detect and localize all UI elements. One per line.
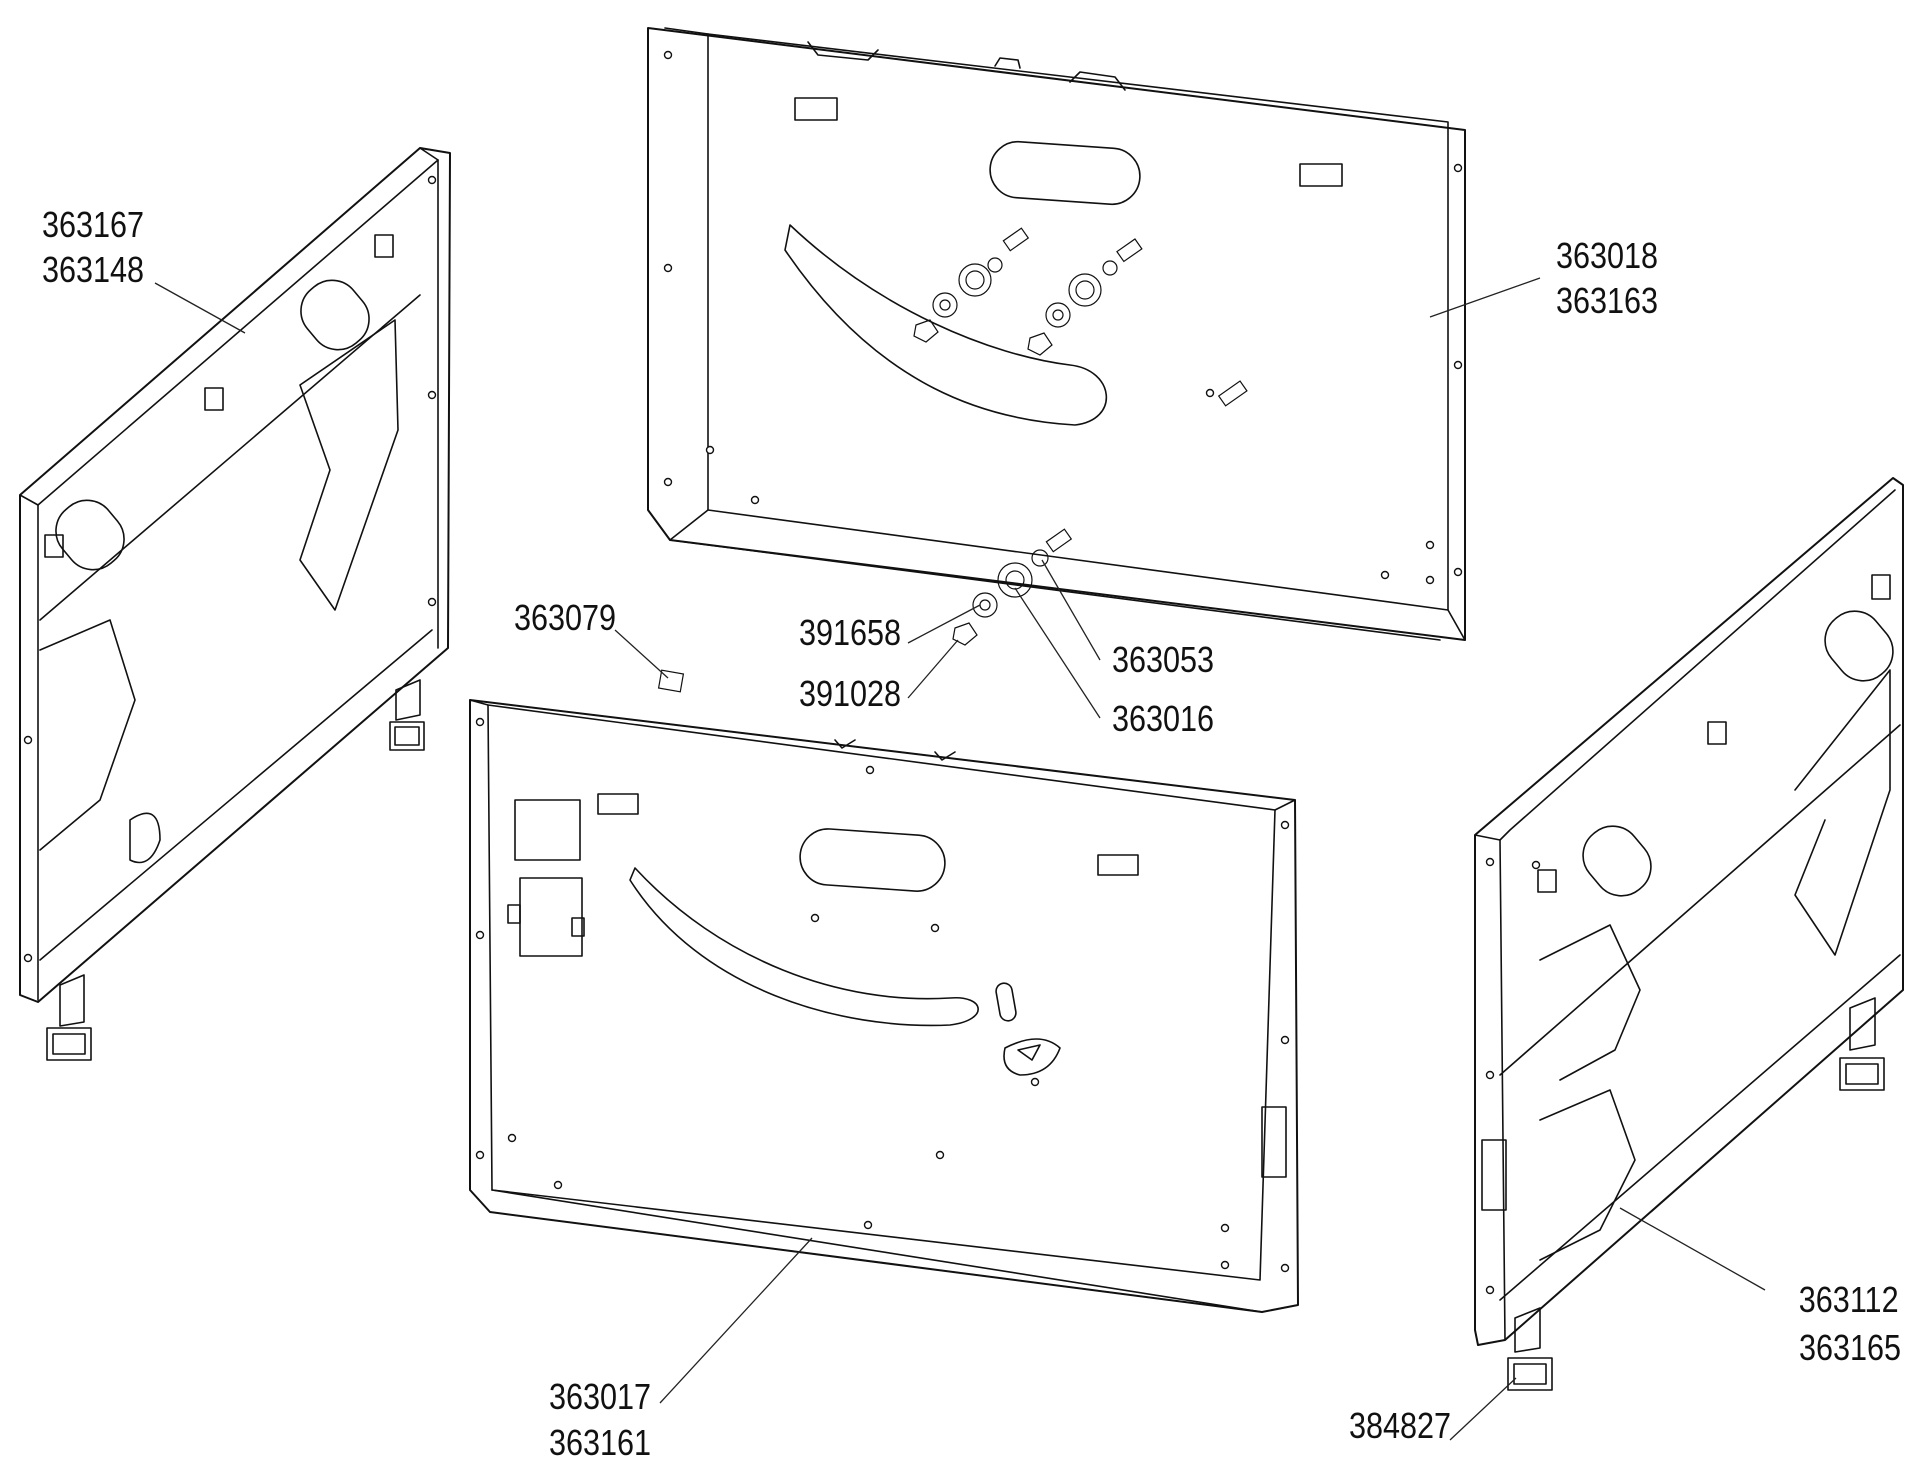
callout-nut: 391028 [799,675,901,715]
front-panel [469,699,1299,1313]
callout-spacer: 363053 [1112,641,1214,681]
callout-front-panel-line1: 363017 [549,1378,651,1418]
callout-side-right-line1: 363112 [1799,1281,1899,1321]
leader-lines [154,277,1766,1441]
right-side-panel [1474,477,1904,1391]
callout-side-right-line2: 363165 [1799,1329,1901,1369]
top-panel [647,27,1466,641]
callout-front-panel-line2: 363161 [549,1424,651,1464]
callout-side-left-line1: 363167 [42,206,144,246]
callout-roller: 363016 [1112,700,1214,740]
callout-clip: 363079 [514,599,616,639]
left-side-panel [19,147,451,1061]
callout-labels: 363167 363148 363018 363163 363079 39165… [42,206,1901,1464]
callout-washer: 391658 [799,614,901,654]
callout-top-panel-line2: 363163 [1556,282,1658,322]
callout-side-left-line2: 363148 [42,251,144,291]
callout-foot: 384827 [1349,1407,1451,1447]
callout-top-panel-line1: 363018 [1556,237,1658,277]
